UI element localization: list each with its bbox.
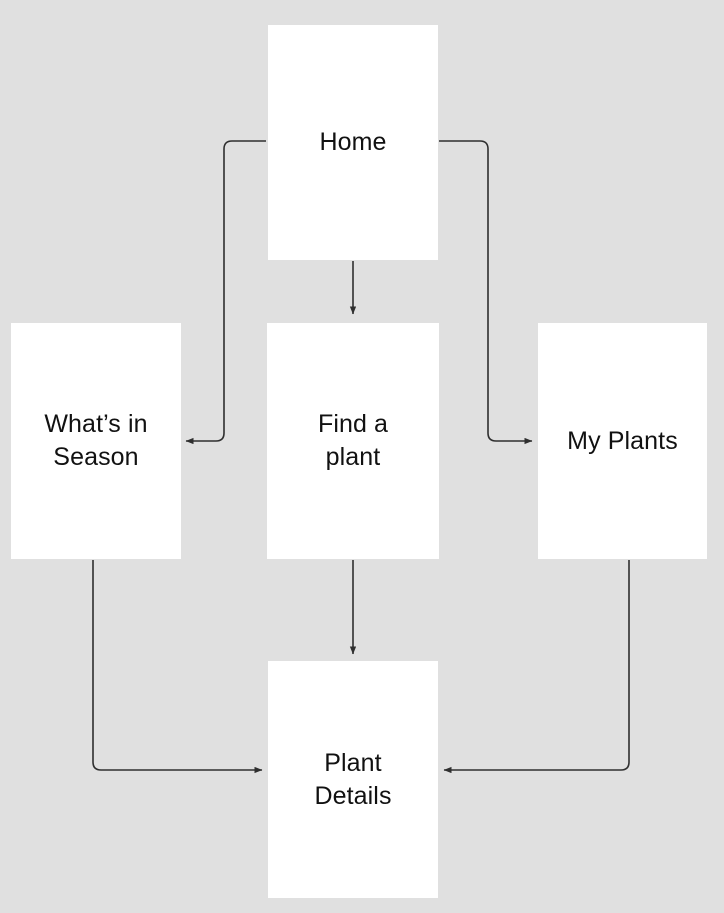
edge-season-to-details bbox=[92, 560, 263, 774]
edge-home-to-season bbox=[185, 140, 266, 445]
edge-myplants-to-details bbox=[443, 560, 630, 774]
node-plant-details[interactable]: Plant Details bbox=[268, 661, 438, 898]
node-find-a-plant[interactable]: Find a plant bbox=[267, 323, 439, 559]
node-home[interactable]: Home bbox=[268, 25, 438, 260]
node-my-plants-label: My Plants bbox=[567, 426, 678, 455]
node-whats-in-season-label: What’s in Season bbox=[44, 410, 148, 471]
node-plant-details-label: Plant Details bbox=[314, 748, 392, 810]
edge-home-to-myplants bbox=[439, 140, 533, 445]
node-whats-in-season[interactable]: What’s in Season bbox=[11, 323, 181, 559]
node-find-a-plant-label: Find a plant bbox=[317, 410, 389, 471]
node-home-label: Home bbox=[319, 128, 387, 156]
node-my-plants[interactable]: My Plants bbox=[538, 323, 707, 559]
